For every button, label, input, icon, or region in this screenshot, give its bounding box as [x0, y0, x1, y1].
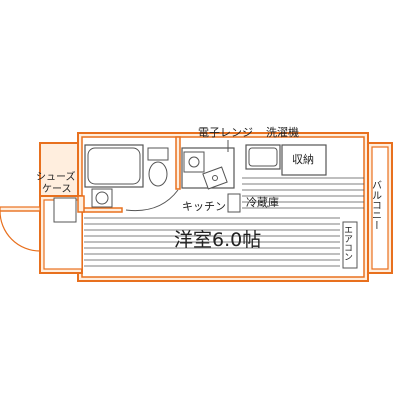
- fridge-space: [227, 193, 241, 213]
- aircon-label: エアコン: [342, 225, 353, 261]
- washer-pan-icon: [245, 144, 281, 170]
- microwave-label: 電子レンジ: [198, 126, 253, 139]
- partition-walls: [77, 136, 181, 213]
- bathtub-icon: [84, 144, 144, 188]
- kitchen-label: キッチン: [182, 200, 226, 213]
- shoe-case-label-1: シューズ: [36, 170, 76, 183]
- balcony-label: バルコニー: [370, 180, 382, 230]
- washer-label: 洗濯機: [266, 125, 299, 139]
- sink-bowl-icon: [202, 166, 228, 190]
- storage-label: 収納: [292, 153, 314, 166]
- stove-icon: [183, 151, 205, 173]
- fridge-label: 冷蔵庫: [246, 195, 279, 209]
- balcony-area: [367, 142, 393, 274]
- room-flooring: [84, 177, 364, 267]
- shoe-case: [53, 197, 77, 223]
- shoe-case-label-2: ケース: [42, 183, 72, 195]
- storage-closet: [281, 144, 327, 176]
- room-label: 洋室6.0帖: [174, 229, 261, 251]
- bathroom-door: [125, 189, 179, 212]
- toilet-icon: [147, 147, 169, 187]
- sink-icon: [91, 188, 113, 208]
- aircon-unit: [342, 221, 358, 269]
- entrance-door: [0, 206, 41, 252]
